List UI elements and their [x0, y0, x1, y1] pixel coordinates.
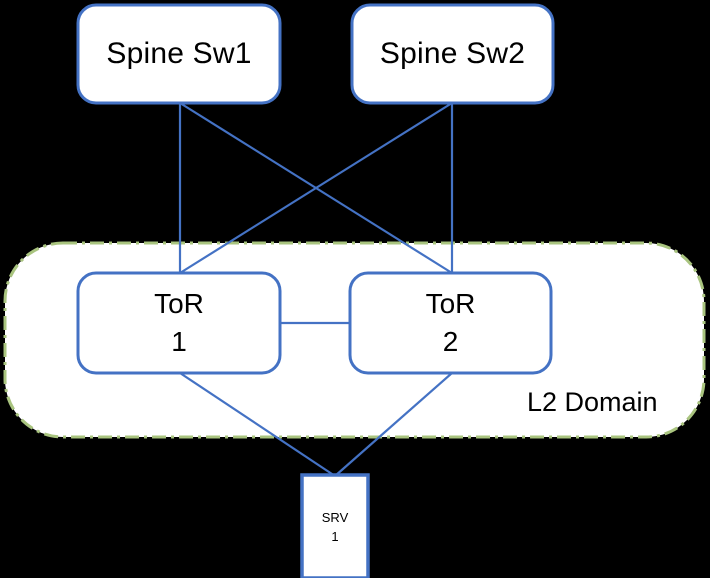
node-tor-1[interactable] — [76, 271, 282, 375]
link-spine2-tor1 — [179, 102, 453, 274]
link-tor1-srv1 — [179, 372, 336, 477]
node-srv-1[interactable] — [300, 473, 370, 578]
node-tor-2[interactable] — [348, 271, 553, 375]
link-tor2-srv1 — [334, 372, 453, 477]
node-spine-sw1[interactable] — [76, 3, 282, 105]
node-spine-sw2[interactable] — [350, 3, 555, 105]
